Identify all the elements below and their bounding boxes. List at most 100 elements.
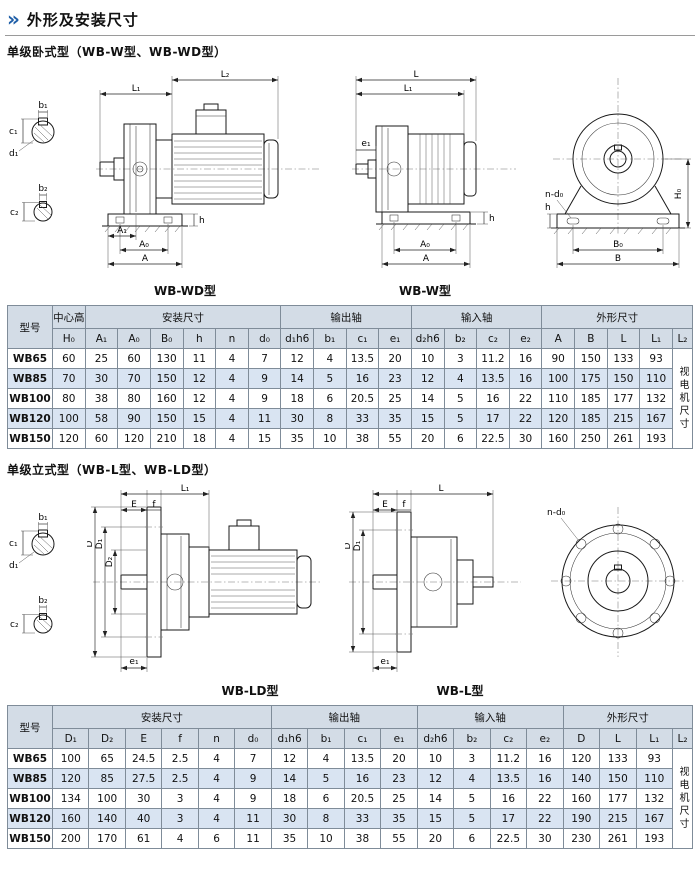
- table-cell: 22: [508, 408, 543, 429]
- table-cell: 5: [443, 388, 478, 409]
- table-cell: 40: [124, 808, 163, 829]
- table-cell: 4: [443, 368, 478, 389]
- model-cell: WB100: [7, 388, 53, 409]
- table-cell: 160: [541, 428, 575, 449]
- table-cell: 110: [639, 368, 673, 389]
- table-cell: 13.5: [345, 348, 380, 369]
- table-cell: 15: [410, 408, 445, 429]
- model-cell: WB120: [7, 408, 53, 429]
- table-cell: 3: [161, 808, 199, 829]
- table-cell: 24.5: [124, 748, 163, 769]
- table-cell: 130: [149, 348, 184, 369]
- table-cell: 93: [639, 348, 673, 369]
- reducer-housing: [410, 536, 494, 628]
- col-header: B: [574, 328, 608, 349]
- table-cell: 20: [380, 748, 418, 769]
- gearbox-face: [564, 113, 672, 215]
- table-cell: 16: [526, 748, 564, 769]
- dim-label-b1: b₁: [38, 513, 48, 523]
- col-header: c₂: [489, 728, 528, 749]
- dim-label-L: L: [438, 484, 443, 494]
- dim-label-ndo: n-d₀: [545, 190, 564, 200]
- dim-label-B: B: [615, 254, 621, 264]
- page-title: 外形及安装尺寸: [26, 11, 139, 29]
- col-header: L₁: [635, 728, 673, 749]
- dim-label-D1: D₁: [95, 538, 105, 549]
- table-cell: 25: [84, 348, 119, 369]
- table-cell: 6: [453, 828, 491, 849]
- table-cell: 30: [508, 428, 543, 449]
- table-cell: 14: [280, 368, 314, 389]
- col-header: c₁: [345, 328, 380, 349]
- table-cell: 11: [234, 828, 272, 849]
- table-cell: 110: [635, 768, 673, 789]
- col-group-header: 安装尺寸: [52, 705, 272, 729]
- page-header: » 外形及安装尺寸: [5, 6, 695, 35]
- table-cell: 18: [182, 428, 217, 449]
- table-cell: 12: [280, 348, 314, 369]
- table-cell: 17: [489, 808, 528, 829]
- table-cell: 13.5: [343, 748, 382, 769]
- col-header: d₀: [234, 728, 272, 749]
- table-cell: 80: [52, 388, 86, 409]
- dim-label-e1: e₁: [129, 657, 139, 667]
- col-group-header: 输出轴: [270, 705, 418, 729]
- l2-note-cell: 视电机尺寸: [672, 748, 693, 849]
- table-cell: 10: [416, 748, 455, 769]
- table-cell: 133: [599, 748, 637, 769]
- table-cell: 160: [562, 788, 601, 809]
- table-cell: 15: [182, 408, 217, 429]
- table-cell: 160: [149, 388, 184, 409]
- wb-w-drawing: e₁ L L₁ A₀ A h: [351, 70, 516, 268]
- section1-subtitle: 单级卧式型（WB-W型、WB-WD型）: [7, 45, 227, 59]
- reducer-housing: [160, 533, 210, 631]
- catalog-page: » 外形及安装尺寸 单级卧式型（WB-W型、WB-WD型） b₁ c₁: [5, 6, 695, 849]
- shaft-keyway-details: b₁ c₁ d₁ b₂ c₂: [9, 101, 55, 222]
- dim-label-E: E: [131, 500, 137, 510]
- table-cell: 100: [88, 788, 126, 809]
- col-header: A₁: [84, 328, 119, 349]
- dimension-lines: n-d₀ H₀ h B₀ B: [545, 158, 691, 268]
- table-cell: 193: [635, 828, 673, 849]
- dim-label-b1: b₁: [38, 101, 48, 111]
- table-cell: 20.5: [345, 388, 380, 409]
- model-cell: WB120: [7, 808, 53, 829]
- table-cell: 11.2: [489, 748, 528, 769]
- table-cell: 5: [443, 408, 478, 429]
- table-cell: 5: [313, 368, 347, 389]
- dim-label-h: h: [489, 214, 495, 224]
- table-cell: 93: [635, 748, 673, 769]
- table-cell: 100: [541, 368, 575, 389]
- col-header-model: 型号: [7, 705, 53, 749]
- table-cell: 9: [234, 768, 272, 789]
- dim-label-c2: c₂: [10, 208, 19, 218]
- table-cell: 4: [161, 828, 199, 849]
- model-cell: WB150: [7, 428, 53, 449]
- table-cell: 140: [88, 808, 126, 829]
- table-cell: 16: [508, 368, 543, 389]
- table-cell: 61: [124, 828, 163, 849]
- col-header: n: [197, 728, 236, 749]
- table-cell: 22.5: [489, 828, 528, 849]
- table-cell: 35: [378, 408, 412, 429]
- dim-label-ndo: n-d₀: [547, 508, 566, 518]
- dimension-lines: L E f D D₁ e₁: [345, 484, 494, 672]
- double-chevron-icon: »: [7, 6, 20, 31]
- table-cell: 2.5: [161, 768, 199, 789]
- table-cell: 140: [562, 768, 601, 789]
- table-cell: 20: [410, 428, 445, 449]
- flange-face: [560, 523, 676, 639]
- table-cell: 11: [247, 408, 282, 429]
- table-cell: 30: [124, 788, 163, 809]
- table-cell: 4: [197, 768, 236, 789]
- table-cell: 27.5: [124, 768, 163, 789]
- table-cell: 100: [51, 748, 90, 769]
- table-cell: 150: [574, 348, 608, 369]
